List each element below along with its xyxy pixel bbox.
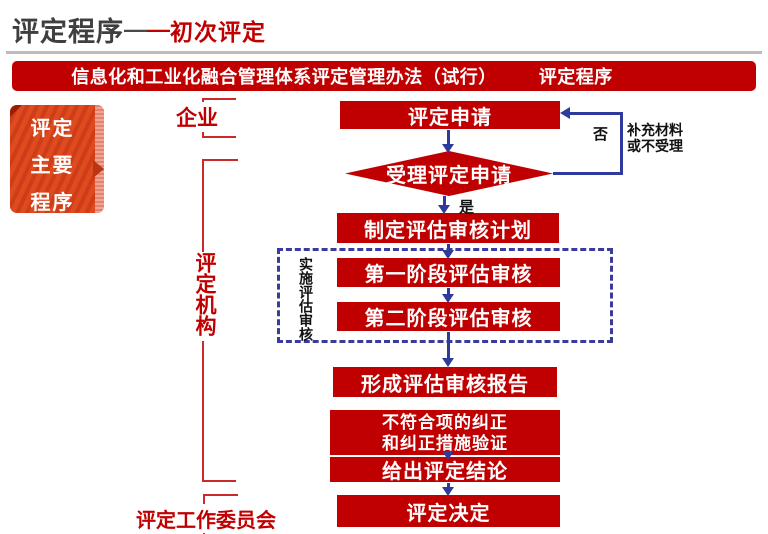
sidebar-line-3: 程序	[30, 192, 75, 214]
arrow-conclusion-to-final-line	[447, 483, 450, 489]
correction-line1: 不符合项的纠正	[382, 412, 508, 432]
no-note-line1: 补充材料	[627, 122, 683, 138]
arrow-conclusion-to-final-head	[442, 487, 454, 496]
banner-section: 评定程序	[538, 67, 613, 87]
banner-doc-title: 信息化和工业化融合管理体系评定管理办法（试行）	[71, 67, 497, 87]
no-note-line2: 或不受理	[627, 138, 683, 154]
correction-line2: 和纠正措施验证	[382, 433, 508, 453]
no-branch-line-vertical	[620, 112, 623, 174]
arrow-decision-to-plan-line	[443, 196, 446, 206]
sidebar-ribbon-notch	[93, 160, 104, 178]
assessor-bracket-bottom	[202, 480, 236, 482]
enterprise-bracket-bottom	[202, 136, 236, 138]
no-branch-line-from-diamond	[553, 172, 623, 175]
sidebar-ribbon-text: 评定 主要 程序	[10, 111, 95, 222]
no-branch-line-return	[570, 112, 623, 115]
implementation-label: 实施评估审核	[298, 257, 314, 341]
sidebar-ribbon: 评定 主要 程序	[10, 105, 104, 214]
page-title: 评定程序——初次评定	[12, 10, 266, 49]
sidebar-line-2: 主要	[30, 155, 75, 177]
arrow-stage2-to-report-line	[447, 332, 450, 359]
arrow-correction-to-conclusion-head	[442, 451, 454, 460]
title-divider	[6, 51, 762, 54]
flow-box-conclusion: 给出评定结论	[330, 457, 560, 483]
title-dash-gray: —	[124, 16, 147, 42]
lane-label-committee: 评定工作委员会	[136, 504, 276, 533]
flow-box-apply: 评定申请	[340, 101, 560, 129]
sidebar-line-1: 评定	[30, 118, 75, 140]
committee-bracket-top	[203, 494, 238, 496]
title-main: 评定程序	[12, 17, 124, 47]
no-branch-arrow-head	[560, 107, 570, 119]
arrow-stage1-to-stage2-line	[447, 288, 450, 295]
flow-box-plan: 制定评估审核计划	[337, 213, 559, 243]
sidebar-ribbon-edge	[95, 105, 104, 213]
lane-label-enterprise: 企业	[176, 102, 218, 132]
yes-label: 是	[459, 199, 475, 216]
no-label: 否	[593, 126, 609, 143]
lane-label-assessor: 评定机构	[189, 252, 219, 336]
title-subtitle: 初次评定	[170, 18, 266, 45]
flow-box-stage2: 第二阶段评估审核	[337, 302, 560, 331]
flow-decision-accept: 受理评定申请	[345, 151, 553, 196]
title-dash-red: —	[147, 16, 170, 42]
assessor-bracket-top	[202, 159, 238, 161]
arrow-stage2-to-report-head	[442, 358, 454, 367]
flow-box-correction: 不符合项的纠正 和纠正措施验证	[330, 410, 560, 455]
banner: 信息化和工业化融合管理体系评定管理办法（试行） 评定程序	[12, 61, 756, 91]
flow-box-stage1: 第一阶段评估审核	[337, 258, 560, 287]
sidebar-ribbon-fold	[10, 105, 22, 117]
arrow-apply-to-decision-line	[447, 130, 450, 145]
arrow-apply-to-decision-head	[442, 144, 454, 153]
flow-box-final-decision: 评定决定	[337, 495, 560, 527]
enterprise-bracket-top	[202, 98, 236, 100]
assessor-bracket-spine-lower	[202, 341, 204, 482]
arrow-decision-to-plan-head	[438, 205, 450, 214]
arrow-plan-to-stage1-line	[447, 244, 450, 252]
implementation-dashed-zone	[277, 248, 613, 343]
flow-box-report: 形成评估审核报告	[333, 367, 557, 397]
arrow-plan-to-stage1-head	[442, 250, 454, 259]
assessor-bracket-spine-upper	[202, 159, 204, 252]
arrow-stage1-to-stage2-head	[442, 294, 454, 303]
